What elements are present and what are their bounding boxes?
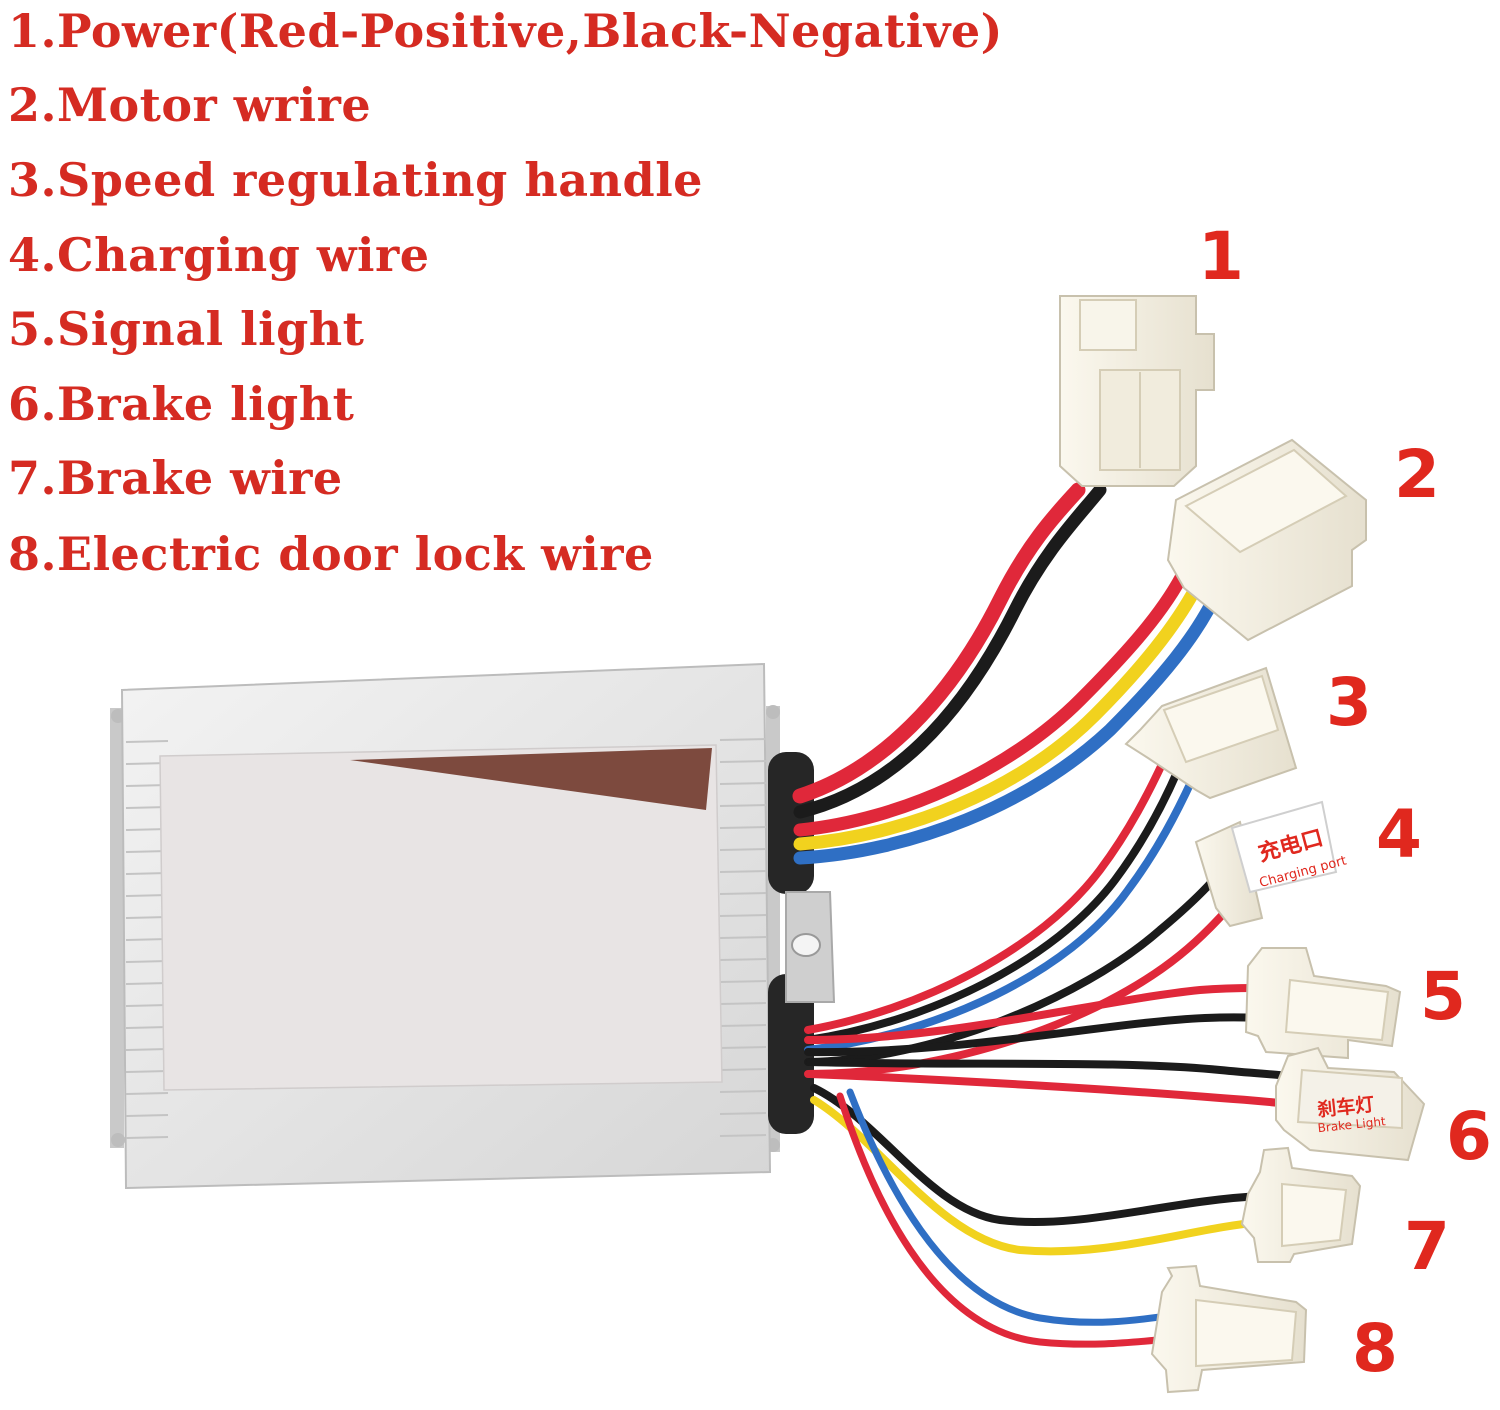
callout-2: 2: [1394, 436, 1440, 513]
legend-item-2: 2.Motor wrire: [8, 78, 372, 132]
connector-signal-light: [1244, 947, 1402, 1060]
legend-item-5: 5.Signal light: [8, 302, 365, 356]
callout-7: 7: [1404, 1208, 1450, 1285]
legend-item-7: 7.Brake wire: [8, 451, 343, 505]
legend-item-3: 3.Speed regulating handle: [8, 153, 703, 207]
connector-brake-wire: [1240, 1146, 1362, 1263]
connector-brake-light: [1275, 1046, 1426, 1162]
legend-item-8: 8.Electric door lock wire: [8, 527, 654, 581]
callout-8: 8: [1352, 1310, 1398, 1387]
connector-door-lock: [1150, 1264, 1308, 1394]
controller-box: [110, 662, 836, 1190]
connector-motor: [1166, 438, 1367, 642]
legend-item-6: 6.Brake light: [8, 377, 355, 431]
callout-4: 4: [1376, 796, 1422, 873]
wire-bundle: [792, 482, 1294, 1348]
callout-6: 6: [1446, 1098, 1492, 1175]
callout-3: 3: [1326, 664, 1372, 741]
connector-power: [1059, 295, 1215, 487]
legend-item-4: 4.Charging wire: [8, 228, 430, 282]
connector-charging: [1194, 800, 1338, 928]
callout-1: 1: [1198, 218, 1244, 295]
legend-item-1: 1.Power(Red-Positive,Black-Negative): [8, 4, 1003, 58]
connector-throttle: [1124, 666, 1298, 800]
callout-5: 5: [1420, 958, 1466, 1035]
